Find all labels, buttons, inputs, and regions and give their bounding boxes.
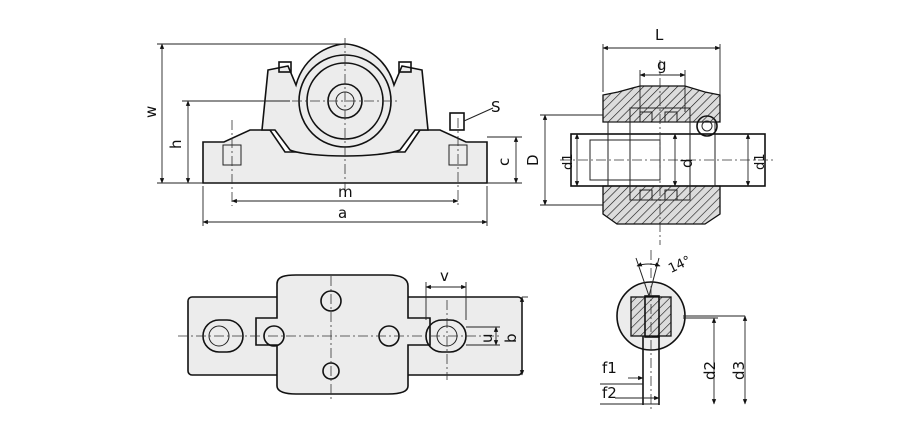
side-housing-bottom bbox=[602, 185, 721, 225]
side-section-view: L g D d1 d d1 bbox=[524, 26, 775, 245]
label-d2: d2 bbox=[701, 361, 719, 380]
label-D: D bbox=[524, 154, 542, 166]
label-d3: d3 bbox=[730, 361, 748, 380]
label-d1-right: d1 bbox=[753, 153, 768, 170]
front-bolt-right bbox=[398, 61, 412, 73]
label-g: g bbox=[657, 56, 667, 74]
label-h: h bbox=[167, 139, 185, 149]
label-d1-left: d1 bbox=[561, 153, 576, 170]
front-bolt-left bbox=[278, 61, 292, 73]
label-m: m bbox=[338, 183, 353, 201]
label-a: a bbox=[338, 204, 347, 222]
label-s: S bbox=[491, 98, 501, 116]
bolt-detail-view: 14° f1 f2 d2 d3 bbox=[600, 250, 748, 410]
label-d: d bbox=[678, 158, 696, 168]
label-v: v bbox=[440, 267, 449, 285]
side-lock-nut bbox=[696, 115, 718, 137]
plan-housing bbox=[255, 274, 431, 395]
label-f1: f1 bbox=[602, 359, 617, 377]
label-b: b bbox=[502, 333, 520, 343]
front-view: w h S c m a bbox=[142, 38, 522, 226]
label-u: u bbox=[478, 333, 496, 343]
label-w: w bbox=[142, 106, 160, 118]
label-c: c bbox=[495, 158, 513, 166]
plan-view: v u b bbox=[178, 267, 528, 400]
front-grease-nipple bbox=[449, 112, 465, 131]
label-angle: 14° bbox=[666, 253, 693, 276]
label-L: L bbox=[655, 26, 664, 44]
label-f2: f2 bbox=[602, 384, 617, 402]
